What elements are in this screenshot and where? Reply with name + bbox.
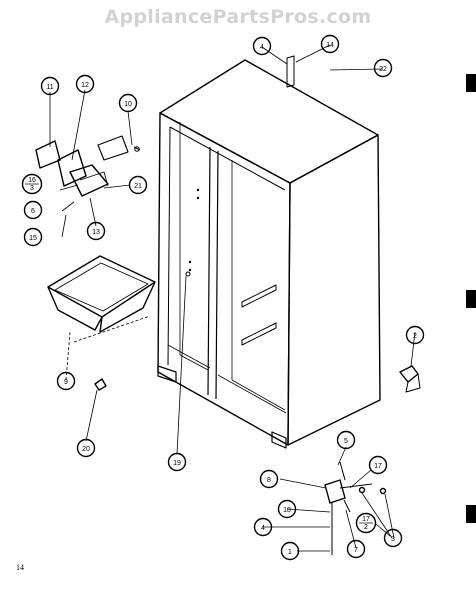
callout-16-3: 16 3 <box>21 173 43 195</box>
svg-text:17: 17 <box>362 516 370 523</box>
callout-13: 13 <box>86 221 106 241</box>
callout-14: 14 <box>320 34 340 54</box>
svg-text:8: 8 <box>267 477 271 484</box>
callout-22: 22 <box>373 58 393 78</box>
page-number: 14 <box>16 563 24 572</box>
svg-text:3: 3 <box>391 536 395 543</box>
callout-19: 19 <box>167 452 187 472</box>
callout-9: 9 <box>56 371 76 391</box>
svg-text:4: 4 <box>261 525 265 532</box>
registration-mark <box>466 505 476 523</box>
callout-5: 5 <box>336 430 356 450</box>
svg-text:7: 7 <box>354 547 358 554</box>
svg-text:3: 3 <box>30 185 34 192</box>
registration-mark <box>466 74 476 92</box>
ice-bin <box>47 255 156 333</box>
svg-text:22: 22 <box>379 66 387 73</box>
callout-3: 3 <box>383 528 403 548</box>
svg-text:21: 21 <box>134 183 142 190</box>
svg-text:16: 16 <box>28 177 36 184</box>
bracket-part <box>399 365 421 393</box>
ice-maker-assembly <box>35 135 141 197</box>
svg-text:13: 13 <box>92 229 100 236</box>
svg-text:18: 18 <box>283 507 291 514</box>
callout-18: 18 <box>277 499 297 519</box>
callout-7: 7 <box>346 539 366 559</box>
callout-10: 10 <box>118 93 138 113</box>
svg-text:4: 4 <box>260 44 264 51</box>
svg-text:20: 20 <box>82 446 90 453</box>
refrigerator-cabinet <box>157 55 381 449</box>
svg-text:17: 17 <box>374 463 382 470</box>
callout-6a: 6 <box>23 200 43 220</box>
callout-11: 11 <box>40 76 60 96</box>
callout-4b: 4 <box>253 517 273 537</box>
callout-2: 2 <box>405 325 425 345</box>
fastener-part <box>94 378 107 391</box>
svg-text:11: 11 <box>46 84 53 91</box>
callout-20: 20 <box>76 438 96 458</box>
svg-text:15: 15 <box>29 235 37 242</box>
water-valve-assembly <box>324 461 387 555</box>
svg-text:9: 9 <box>64 379 68 386</box>
callout-12: 12 <box>75 74 95 94</box>
callout-4a: 4 <box>252 36 272 56</box>
svg-text:19: 19 <box>173 460 181 467</box>
svg-text:2: 2 <box>413 333 417 340</box>
svg-text:5: 5 <box>344 438 348 445</box>
svg-text:12: 12 <box>81 82 89 89</box>
callout-17-2: 17 2 <box>355 512 377 534</box>
callout-1: 1 <box>280 541 300 561</box>
svg-text:14: 14 <box>326 42 334 49</box>
svg-text:2: 2 <box>364 524 368 531</box>
registration-mark <box>466 290 476 308</box>
svg-text:10: 10 <box>124 101 132 108</box>
callout-17: 17 <box>368 455 388 475</box>
callout-15: 15 <box>23 227 43 247</box>
svg-text:6: 6 <box>31 208 35 215</box>
callout-21: 21 <box>128 175 148 195</box>
callout-8: 8 <box>259 469 279 489</box>
svg-text:1: 1 <box>288 549 292 556</box>
leader-lines <box>49 44 416 552</box>
watermark-text: AppliancePartsPros.com <box>104 6 372 28</box>
